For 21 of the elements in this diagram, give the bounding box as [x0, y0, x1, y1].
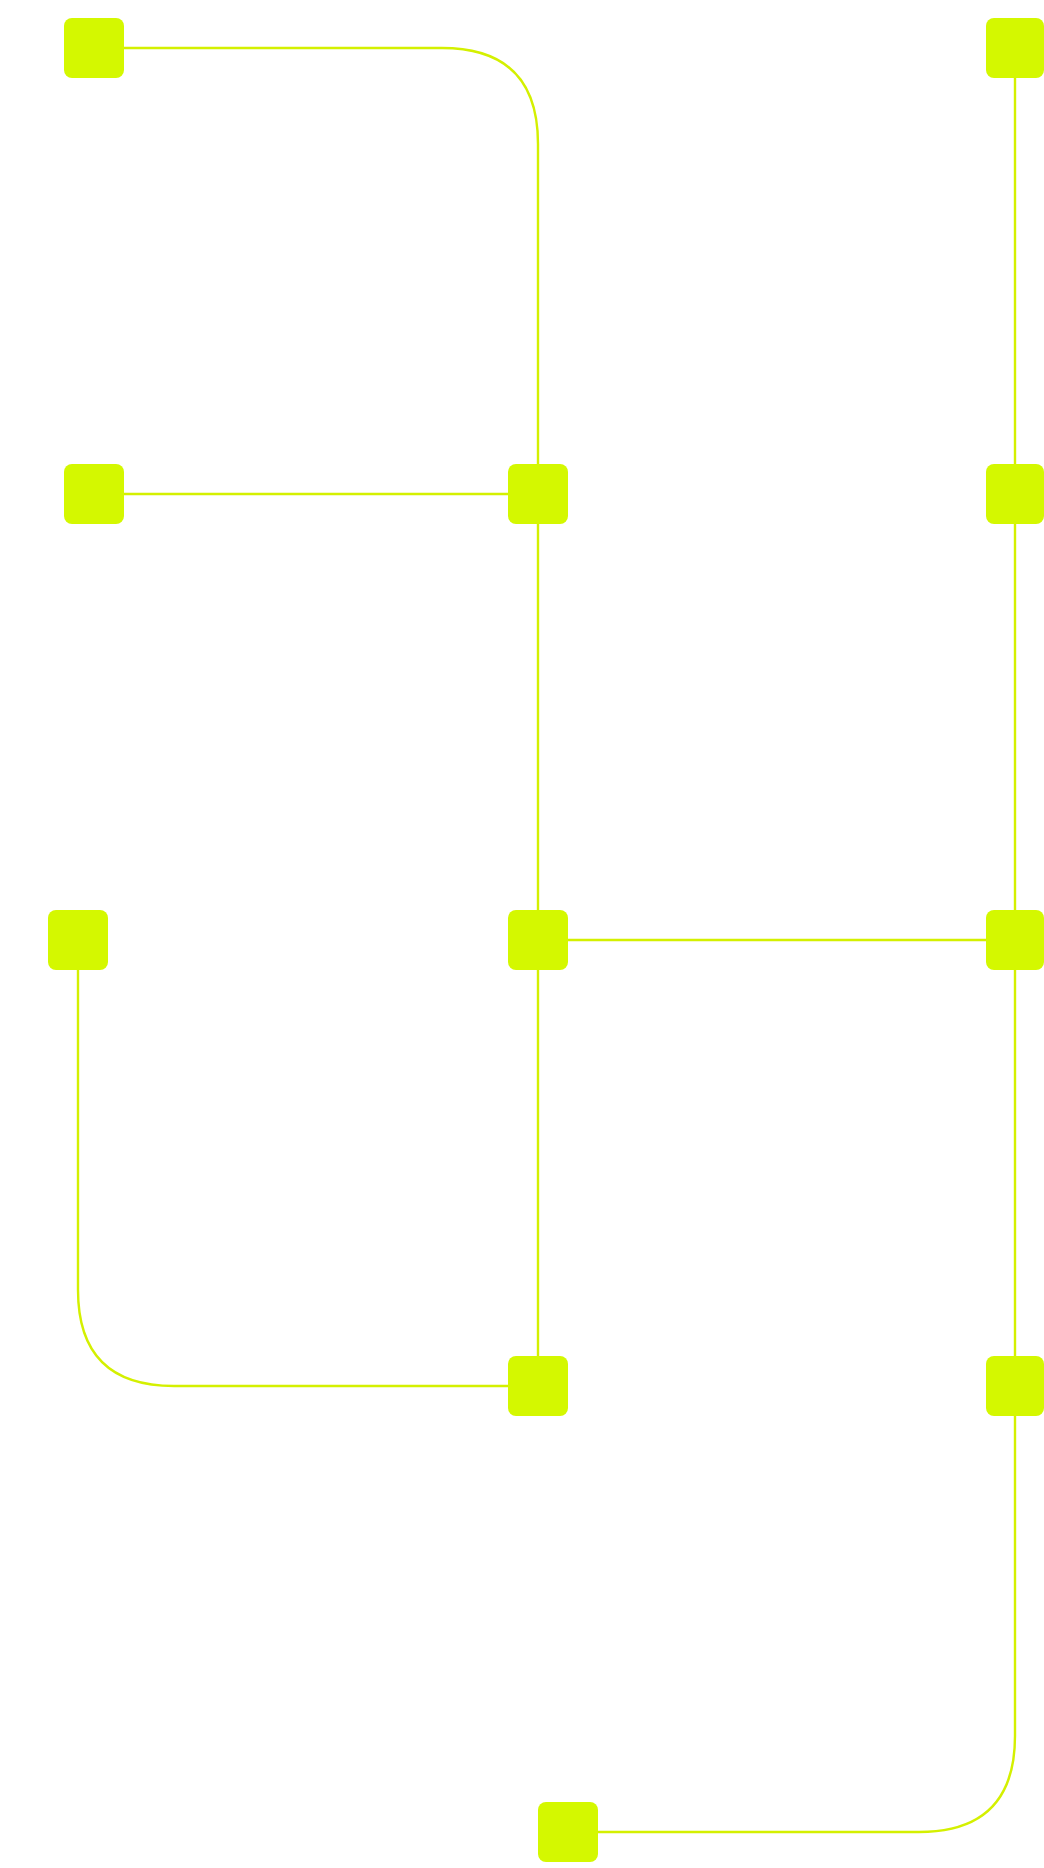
connector-line	[536, 524, 540, 910]
connector-line	[598, 1416, 1017, 1834]
node-square	[508, 910, 568, 970]
connector-line	[124, 492, 508, 496]
connector-line	[124, 46, 540, 464]
node-square	[508, 464, 568, 524]
node-square	[986, 464, 1044, 524]
connector-line	[1013, 78, 1017, 464]
node-square	[986, 910, 1044, 970]
connector-line	[1013, 970, 1017, 1356]
connector-line	[76, 970, 508, 1388]
node-square	[64, 18, 124, 78]
connector-line	[1013, 524, 1017, 910]
node-square	[64, 464, 124, 524]
node-square	[986, 1356, 1044, 1416]
connector-line	[536, 970, 540, 1356]
node-square	[48, 910, 108, 970]
connector-line	[568, 938, 986, 942]
node-square	[508, 1356, 568, 1416]
node-square	[986, 18, 1044, 78]
node-square	[538, 1802, 598, 1862]
